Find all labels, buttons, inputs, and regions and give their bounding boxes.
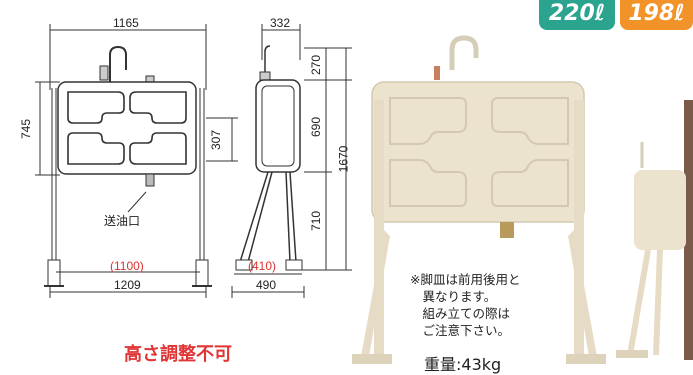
front-view-drawing xyxy=(35,24,238,298)
dim-total-height: 1670 xyxy=(336,145,351,173)
dim-270: 270 xyxy=(309,54,324,76)
dim-690: 690 xyxy=(309,116,324,138)
dim-leg-outer: 490 xyxy=(256,278,277,292)
dim-710: 710 xyxy=(309,210,324,232)
dim-tank-height: 745 xyxy=(19,118,34,140)
dim-width-top: 1165 xyxy=(113,16,139,30)
weight-label: 重量:43kg xyxy=(424,355,502,374)
side-view-drawing xyxy=(231,24,352,298)
note-line: 異なります。 xyxy=(410,289,497,304)
tank-photo-front xyxy=(352,35,606,364)
assembly-note: ※脚皿は前用後用と 異なります。 組み立ての際は ご注意下さい。 xyxy=(410,271,520,339)
dim-leg-span-outer: 1209 xyxy=(114,278,141,292)
outlet-label: 送油口 xyxy=(104,214,141,228)
height-not-adjustable-notice: 高さ調整不可 xyxy=(124,344,232,365)
dim-leg-inner: (410) xyxy=(248,259,277,273)
capacity-badge-220: 220ℓ xyxy=(539,0,615,30)
note-line: ※脚皿は前用後用と xyxy=(410,272,521,287)
dim-leg-span-inner: (1100) xyxy=(110,259,144,273)
dim-depth-top: 332 xyxy=(270,16,291,30)
note-line: ご注意下さい。 xyxy=(410,323,511,338)
note-line: 組み立ての際は xyxy=(410,306,511,321)
tank-photo-side xyxy=(616,100,693,360)
capacity-badge-198: 198ℓ xyxy=(620,0,693,30)
dim-bracket-height: 307 xyxy=(209,129,224,151)
